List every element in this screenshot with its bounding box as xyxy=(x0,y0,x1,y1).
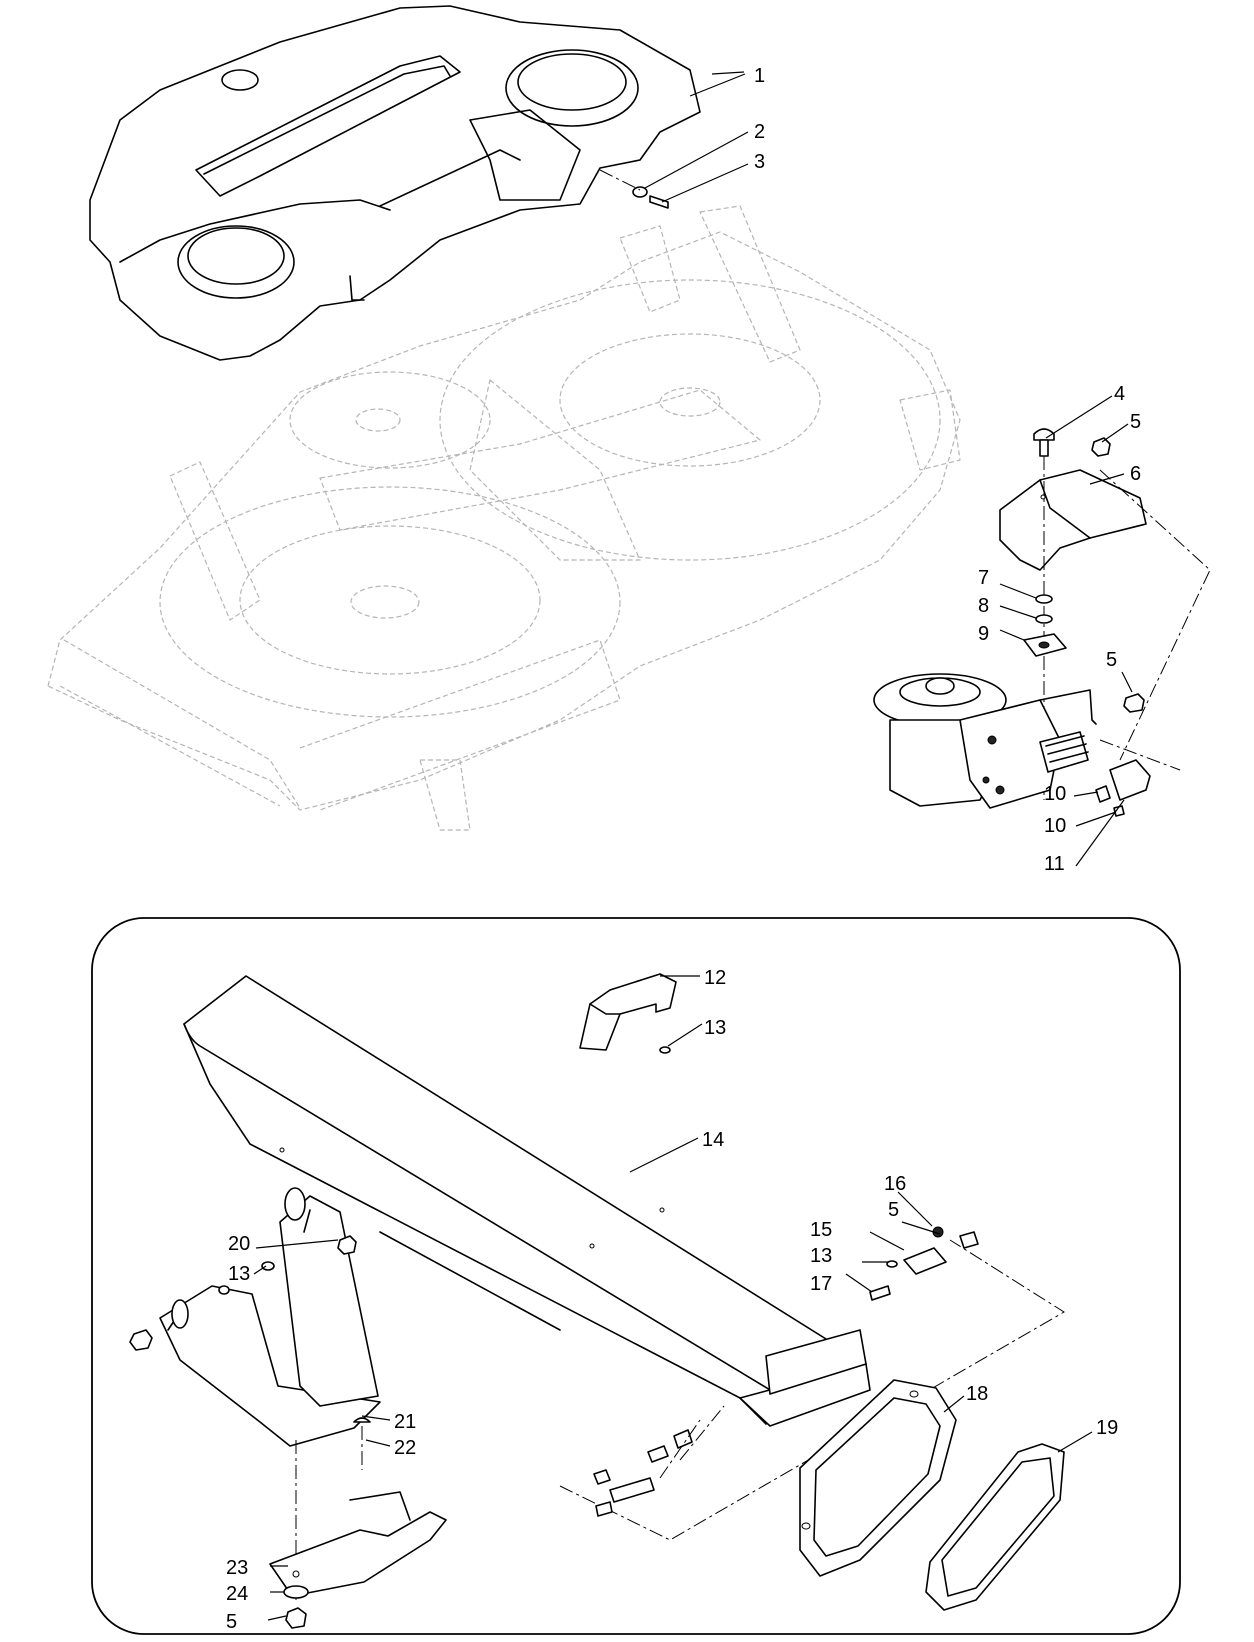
nut-part-5-right xyxy=(1123,693,1145,713)
callout-19: 19 xyxy=(1096,1417,1118,1439)
screw-part-10a xyxy=(1095,785,1111,803)
centerline-shield-right xyxy=(1099,469,1211,761)
nut-part-5-top xyxy=(1091,437,1111,457)
callout-20: 20 xyxy=(228,1233,250,1255)
callout-18: 18 xyxy=(966,1383,988,1405)
callout-2: 2 xyxy=(754,121,765,143)
callout-5b: 5 xyxy=(1106,649,1117,671)
inset-frame xyxy=(91,917,1181,1635)
callout-13b: 13 xyxy=(810,1245,832,1267)
callout-7: 7 xyxy=(978,567,989,589)
callout-24: 24 xyxy=(226,1583,248,1605)
screw-part-13-bracket xyxy=(218,1261,275,1295)
callout-10b: 10 xyxy=(1044,815,1066,837)
callout-1: 1 xyxy=(754,65,765,87)
callout-labels: 1 2 3 4 5 6 7 8 9 5 10 10 11 12 13 14 16… xyxy=(226,65,1141,1633)
clip-nut-part-9 xyxy=(1023,633,1067,657)
screw-part-13-handle xyxy=(659,1046,671,1054)
callout-10a: 10 xyxy=(1044,783,1066,805)
callout-3: 3 xyxy=(754,151,765,173)
handle-part-12 xyxy=(579,973,677,1051)
nut-part-20 xyxy=(337,1235,357,1255)
chute-part-14 xyxy=(183,975,871,1427)
gasket-part-18 xyxy=(799,1379,957,1577)
callout-11: 11 xyxy=(1044,853,1065,875)
callout-13a: 13 xyxy=(704,1017,726,1039)
callout-16: 16 xyxy=(884,1173,906,1195)
callout-21: 21 xyxy=(394,1411,416,1433)
hardware-lower-chute xyxy=(593,1405,725,1517)
callout-4: 4 xyxy=(1114,383,1125,405)
washer-part-7 xyxy=(1035,594,1053,604)
washer-part-2 xyxy=(599,169,648,198)
bolt-part-22 xyxy=(353,1417,371,1470)
callout-13c: 13 xyxy=(228,1263,250,1285)
bracket-part-21 xyxy=(159,1187,381,1447)
callout-14: 14 xyxy=(702,1129,724,1151)
washer-part-24 xyxy=(283,1585,309,1599)
nut-left-bracket xyxy=(129,1329,153,1351)
leader-lines xyxy=(253,71,1133,1621)
seal-part-19 xyxy=(925,1443,1065,1611)
callout-5a: 5 xyxy=(1130,411,1141,433)
callout-9: 9 xyxy=(978,623,989,645)
callout-23: 23 xyxy=(226,1557,248,1579)
callout-8: 8 xyxy=(978,595,989,617)
callout-17: 17 xyxy=(810,1273,832,1295)
hardware-part-15-16-17 xyxy=(869,1226,979,1301)
nut-part-5-bottom xyxy=(285,1607,307,1629)
deck-cover xyxy=(89,5,701,361)
gearbox xyxy=(873,673,1097,809)
callout-6: 6 xyxy=(1130,463,1141,485)
callout-15: 15 xyxy=(810,1219,832,1241)
bolt-part-3 xyxy=(649,195,669,209)
mower-deck-ghost xyxy=(47,205,961,831)
callout-12: 12 xyxy=(704,967,726,989)
callout-5c: 5 xyxy=(888,1199,899,1221)
bolt-part-4 xyxy=(1033,428,1055,457)
bracket-part-11 xyxy=(1099,739,1181,801)
plate-part-23 xyxy=(269,1491,447,1597)
callout-22: 22 xyxy=(394,1437,416,1459)
washer-part-8 xyxy=(1035,614,1053,624)
callout-5d: 5 xyxy=(226,1611,237,1633)
shield-part-6 xyxy=(999,469,1147,571)
